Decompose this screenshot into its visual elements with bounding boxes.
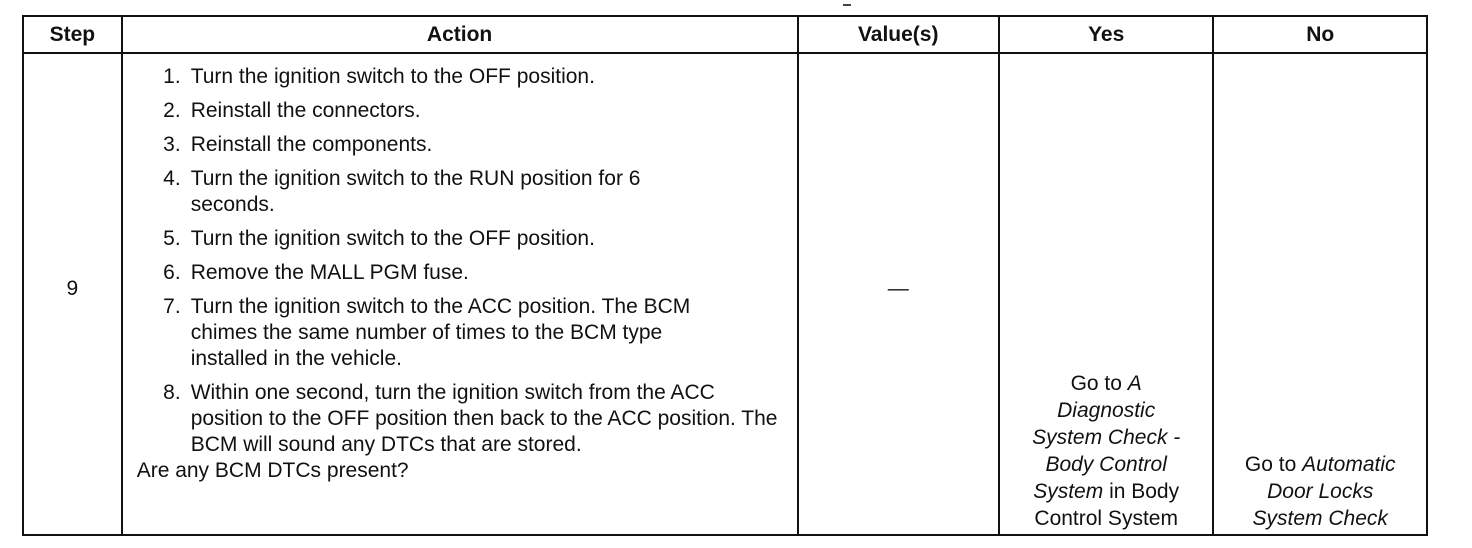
yes-line-1: Go to A bbox=[1004, 370, 1209, 397]
table-row: 9 1. Turn the ignition switch to the OFF … bbox=[22, 52, 1428, 536]
value-dash: — bbox=[887, 277, 909, 300]
diagnostic-table: Step Action Value(s) Yes No 9 1. Turn the… bbox=[22, 15, 1428, 536]
no-link-a[interactable]: Automatic bbox=[1302, 453, 1396, 476]
yes-cell: Go to A Diagnostic System Check - Body C… bbox=[997, 52, 1215, 536]
action-step: 7. Turn the ignition switch to the ACC po… bbox=[137, 294, 791, 372]
header-values: Value(s) bbox=[796, 15, 1000, 54]
header-action: Action bbox=[120, 15, 799, 54]
yes-line-5: System in Body bbox=[1004, 478, 1209, 505]
yes-suffix-e: in Body bbox=[1103, 480, 1180, 503]
action-cell: 1. Turn the ignition switch to the OFF po… bbox=[120, 52, 799, 536]
action-step: 1. Turn the ignition switch to the OFF po… bbox=[137, 64, 791, 90]
action-step: 3. Reinstall the components. bbox=[137, 132, 791, 158]
step-text: Within one second, turn the ignition swi… bbox=[190, 381, 778, 456]
yes-link-c[interactable]: System Check - bbox=[1032, 426, 1181, 449]
no-cell: Go to Automatic Door Locks System Check bbox=[1212, 52, 1428, 536]
yes-suffix-f: Control System bbox=[1034, 507, 1178, 530]
yes-link-b[interactable]: Diagnostic bbox=[1057, 399, 1156, 422]
values-cell: — bbox=[796, 52, 1000, 536]
yes-link-e[interactable]: System bbox=[1033, 480, 1104, 503]
step-num: 1. bbox=[163, 65, 181, 88]
step-num: 5. bbox=[163, 227, 181, 250]
step-text: Turn the ignition switch to the OFF posi… bbox=[190, 65, 595, 88]
step-number: 9 bbox=[66, 277, 79, 300]
step-num: 2. bbox=[163, 99, 181, 122]
step-cell: 9 bbox=[22, 52, 123, 536]
step-text: Turn the ignition switch to the OFF posi… bbox=[190, 227, 595, 250]
action-step: 8. Within one second, turn the ignition s… bbox=[137, 380, 791, 458]
header-no: No bbox=[1212, 15, 1428, 54]
yes-link-a[interactable]: A bbox=[1127, 372, 1142, 395]
step-num: 3. bbox=[163, 133, 181, 156]
step-text: Reinstall the connectors. bbox=[190, 99, 421, 122]
action-steps: 1. Turn the ignition switch to the OFF po… bbox=[137, 64, 791, 458]
no-line-1: Go to Automatic bbox=[1214, 451, 1426, 478]
step-text: Reinstall the components. bbox=[190, 133, 433, 156]
scan-mark bbox=[843, 4, 851, 6]
header-row: Step Action Value(s) Yes No bbox=[22, 15, 1428, 54]
yes-link-d[interactable]: Body Control bbox=[1045, 453, 1167, 476]
no-link-c[interactable]: System Check bbox=[1252, 507, 1388, 530]
yes-prefix: Go to bbox=[1070, 372, 1122, 395]
header-step: Step bbox=[22, 15, 123, 54]
step-num: 4. bbox=[163, 167, 181, 190]
action-step: 4. Turn the ignition switch to the RUN po… bbox=[137, 166, 791, 218]
step-text: Remove the MALL PGM fuse. bbox=[190, 261, 469, 284]
no-link-b[interactable]: Door Locks bbox=[1267, 480, 1374, 503]
step-text: Turn the ignition switch to the ACC posi… bbox=[190, 295, 691, 370]
step-num: 6. bbox=[163, 261, 181, 284]
action-step: 5. Turn the ignition switch to the OFF po… bbox=[137, 226, 791, 252]
question-text: Are any BCM DTCs present? bbox=[136, 459, 409, 482]
step-num: 7. bbox=[163, 295, 181, 318]
step-num: 8. bbox=[163, 381, 181, 404]
no-prefix: Go to bbox=[1244, 453, 1303, 476]
action-step: 6. Remove the MALL PGM fuse. bbox=[137, 260, 791, 286]
step-text: Turn the ignition switch to the RUN posi… bbox=[190, 167, 641, 216]
header-yes: Yes bbox=[997, 15, 1215, 54]
action-step: 2. Reinstall the connectors. bbox=[137, 98, 791, 124]
